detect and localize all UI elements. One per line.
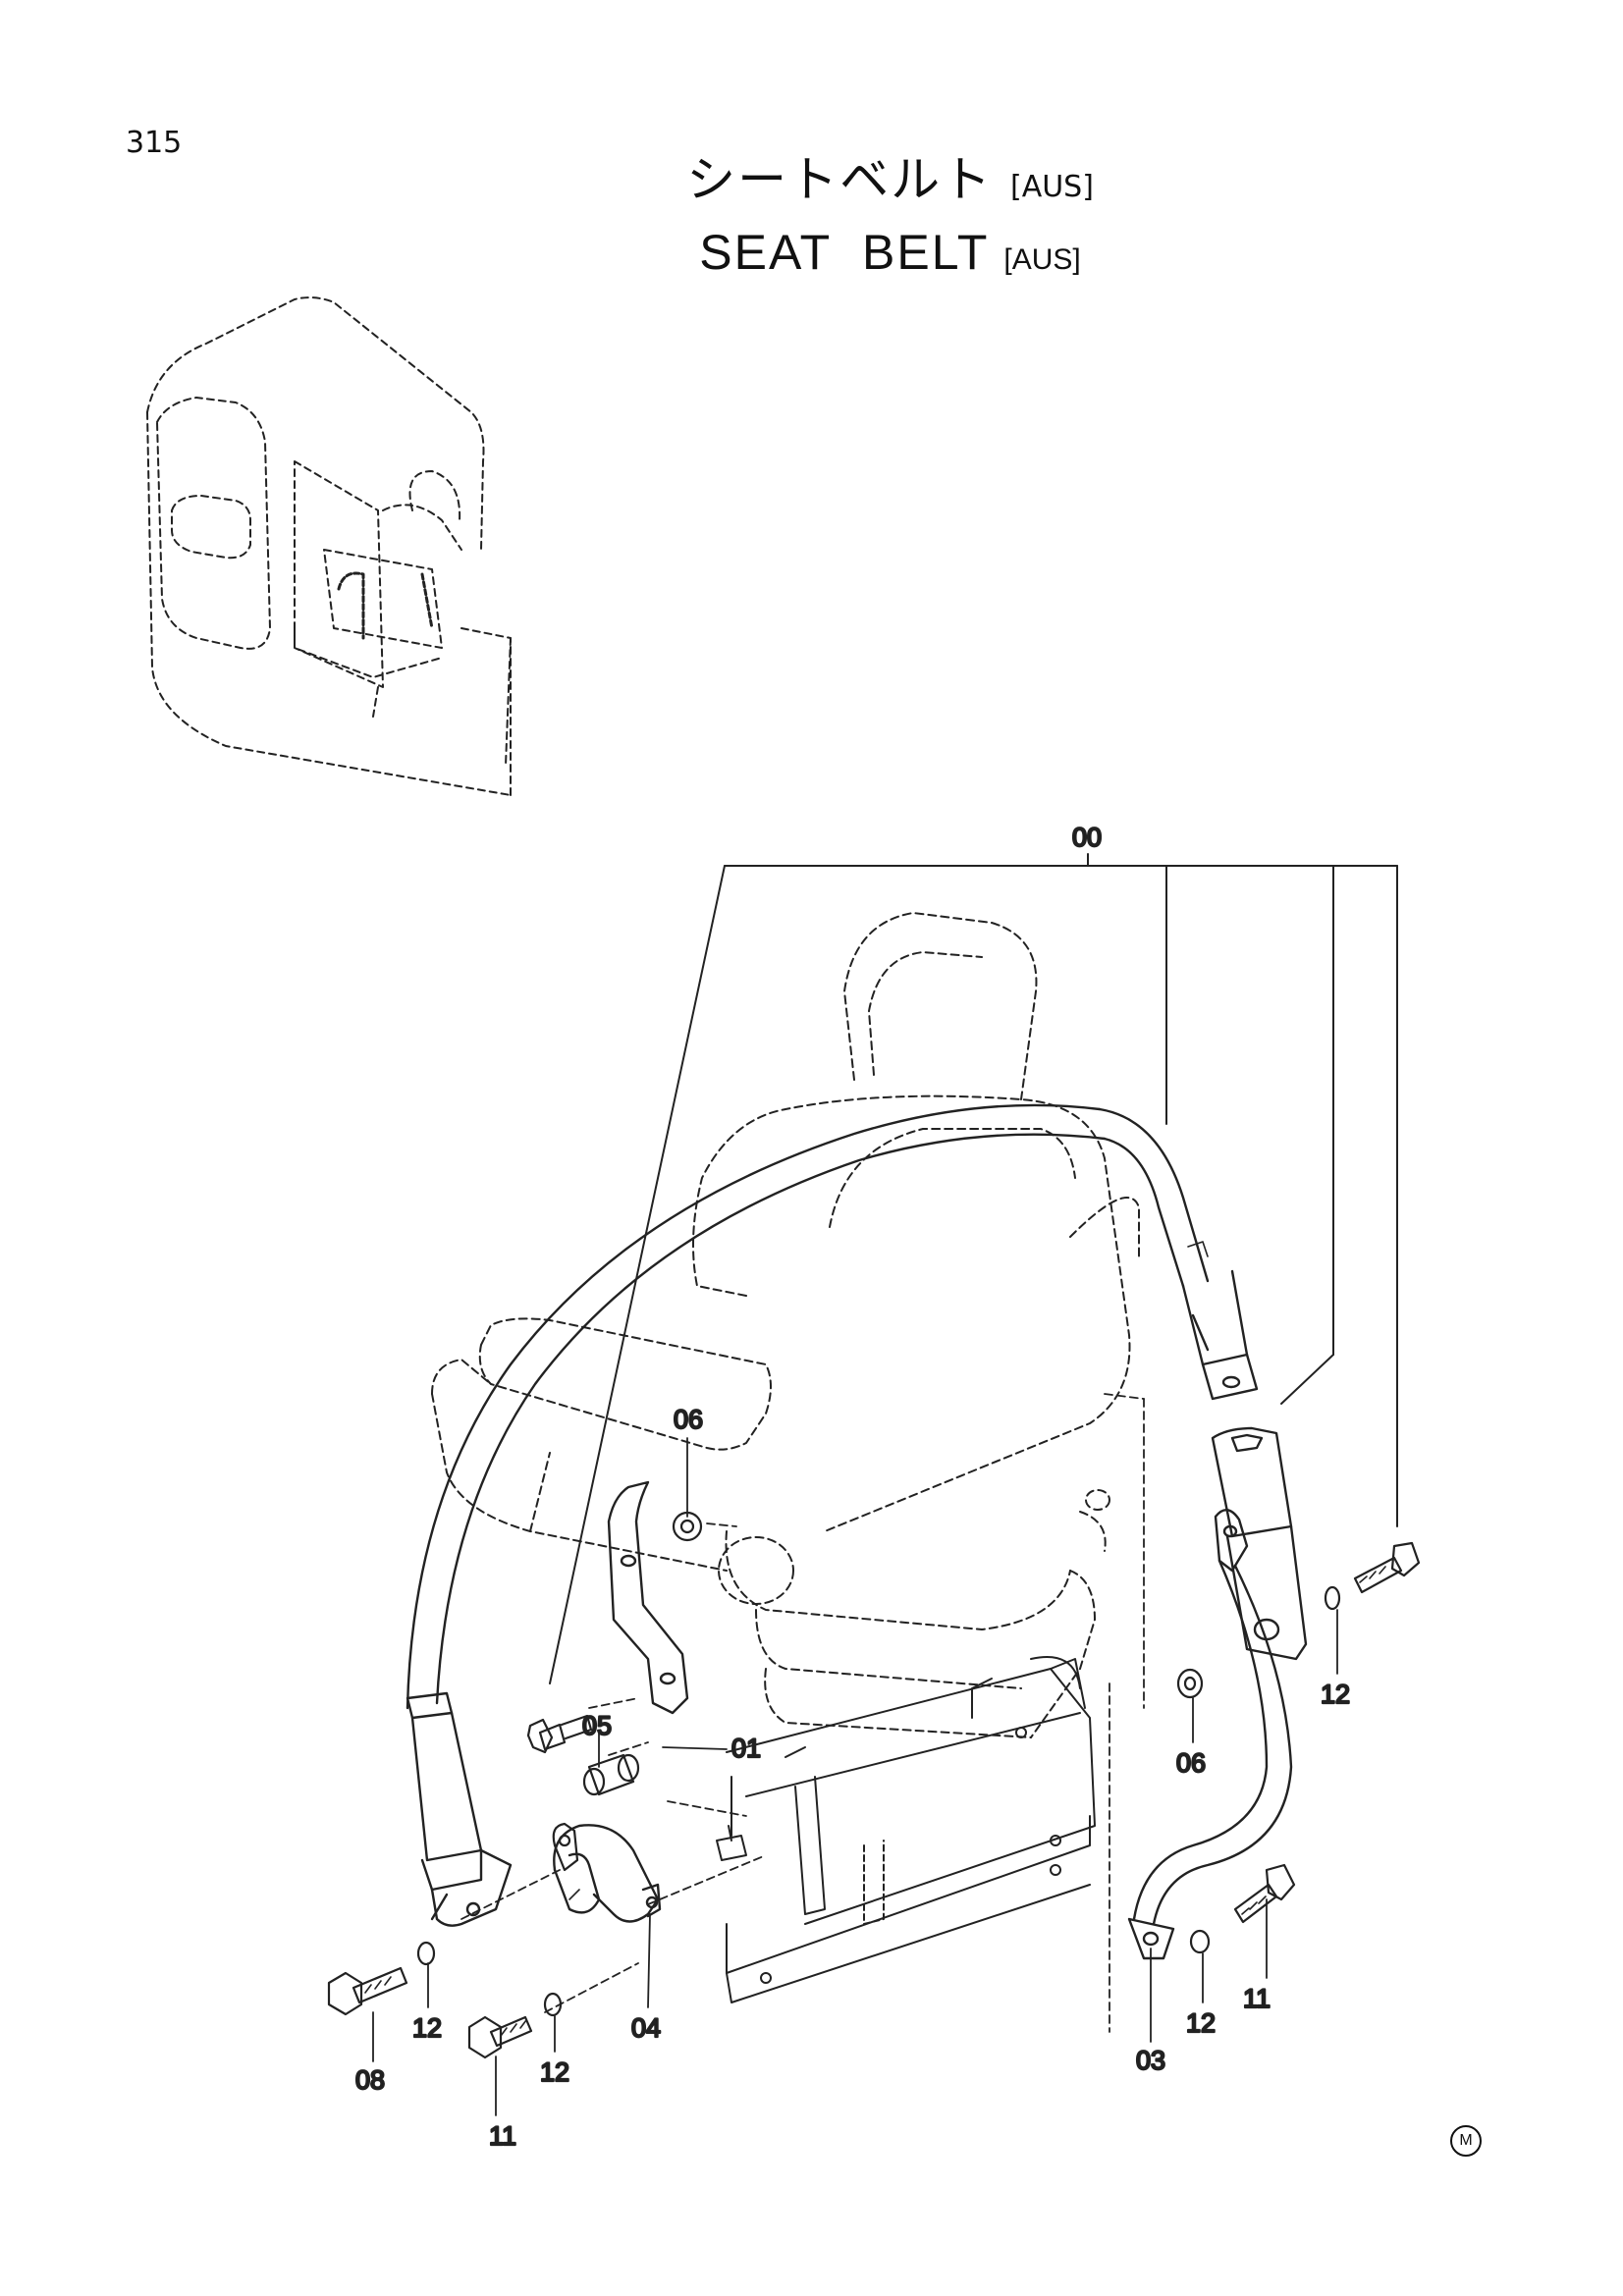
callout-11-left: 11 xyxy=(489,2121,516,2151)
belt-buckle xyxy=(1211,1426,1308,1661)
callout-12-right-lower: 12 xyxy=(1186,2008,1216,2038)
callout-00: 00 xyxy=(1072,823,1102,852)
title-japanese-tag: [AUS] xyxy=(1009,170,1094,204)
callout-04: 04 xyxy=(631,2013,661,2043)
callout-01: 01 xyxy=(731,1734,761,1763)
bolt-08 xyxy=(327,1966,408,2016)
cab-seat-highlight xyxy=(337,571,434,640)
callout-06-left: 06 xyxy=(674,1405,703,1434)
callout-00-bracket xyxy=(549,853,1398,1684)
cab-overview-drawing xyxy=(146,296,512,796)
title-english-tag: [AUS] xyxy=(1003,243,1081,276)
washer-left-11 xyxy=(543,1992,563,2017)
title-english-text: SEAT BELT xyxy=(699,225,989,280)
rail-nut xyxy=(716,1825,747,1861)
anchor-plate-left xyxy=(552,1822,579,1872)
anchor-strap xyxy=(1127,1509,1293,1960)
washer-right-upper xyxy=(1324,1585,1341,1611)
washer-right-lower xyxy=(1189,1929,1211,1954)
seat-slide-rail xyxy=(726,1656,1096,2003)
bolt-11-left xyxy=(467,2015,533,2059)
washer-right-06 xyxy=(1176,1668,1204,1699)
spacer-05 xyxy=(582,1753,640,1796)
title-japanese: シートベルト [AUS] xyxy=(157,147,1623,220)
washer-left-08 xyxy=(416,1941,436,1966)
title-english: SEAT BELT [AUS] xyxy=(157,220,1623,293)
left-belt-retractor xyxy=(406,1691,513,1927)
page-number: 315 xyxy=(126,126,183,160)
callout-11-right: 11 xyxy=(1243,1984,1271,2013)
bolt-right-upper xyxy=(1353,1541,1421,1594)
assembly-lines xyxy=(460,1393,1145,2033)
bolt-right-lower xyxy=(1233,1863,1296,1924)
callout-12-left-upper: 12 xyxy=(412,2013,442,2043)
leader-lines xyxy=(372,1437,1338,2116)
callout-05: 05 xyxy=(582,1711,612,1740)
title-block: シートベルト [AUS] SEAT BELT [AUS] xyxy=(0,147,1623,293)
callout-12-left-lower: 12 xyxy=(540,2057,569,2087)
callout-12-right-upper: 12 xyxy=(1321,1680,1350,1709)
circled-m-icon: M xyxy=(1450,2125,1482,2157)
callout-06-right: 06 xyxy=(1176,1748,1206,1778)
belt-tongue-upper xyxy=(1181,1241,1259,1401)
seat-drawing xyxy=(431,912,1140,1738)
callout-08: 08 xyxy=(355,2065,385,2095)
bolt-bracket xyxy=(526,1714,593,1754)
shoulder-belt-webbing xyxy=(406,1103,1210,1710)
bracket-01 xyxy=(607,1480,689,1715)
callout-03: 03 xyxy=(1136,2046,1165,2075)
title-japanese-text: シートベルト xyxy=(686,151,994,208)
